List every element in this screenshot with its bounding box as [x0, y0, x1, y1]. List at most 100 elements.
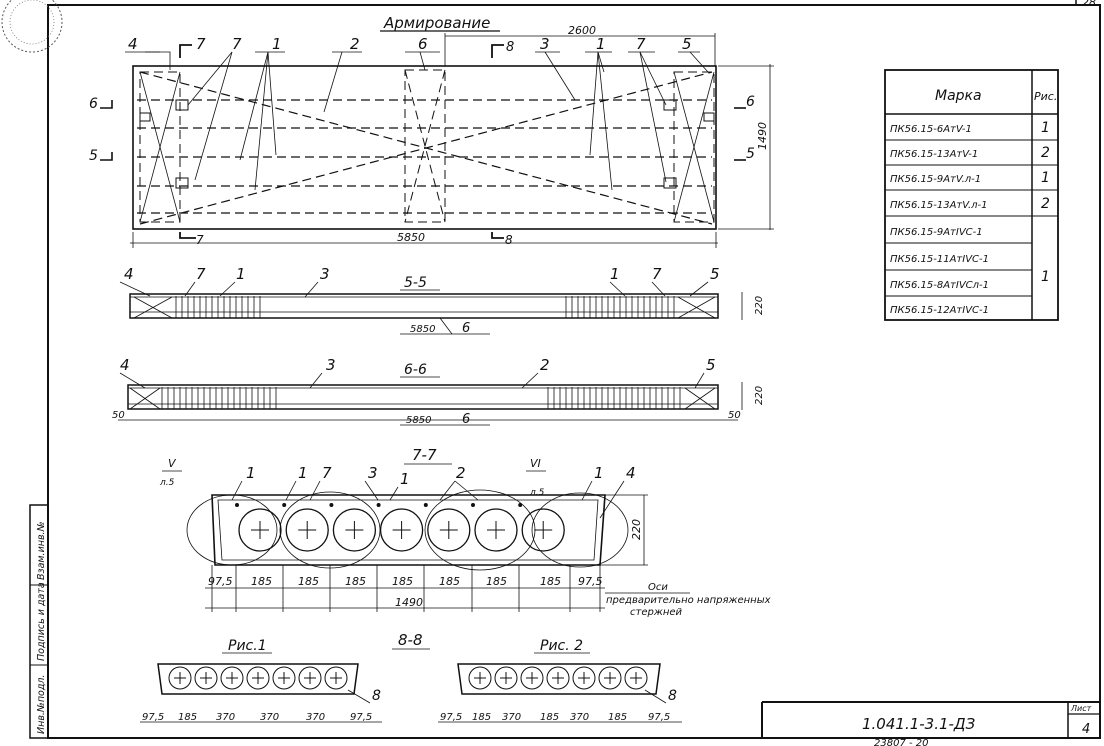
- void-circle: [246, 666, 270, 690]
- sec55-dim-height: 220: [754, 296, 765, 315]
- mark-8-bottom: 8: [505, 233, 513, 247]
- void-circle: [285, 508, 329, 552]
- sec77-note-line1: Оси: [648, 582, 668, 593]
- sec77-dim-0: 97,5: [208, 575, 233, 588]
- sec77-label-7: 7: [322, 464, 332, 482]
- sec55-label-1b: 1: [610, 265, 620, 283]
- plan-label-7b: 7: [232, 35, 242, 53]
- tendon-dot: [471, 503, 475, 507]
- tendon-dot: [329, 503, 334, 507]
- tendon-dot: [235, 503, 239, 507]
- sec66-tag: 6: [462, 412, 470, 427]
- table-mark-cell: ПК56.15-13АтV.л-1: [890, 200, 987, 211]
- void-circle: [379, 508, 424, 552]
- table-fig-cell: 1: [1041, 269, 1050, 285]
- plan-dim-top: 2600: [568, 24, 596, 37]
- sheet-frame: 28 Лист 4 1.041.1-3.1-ДЗ 23807 - 20: [47, 0, 1101, 746]
- sec66-label-5: 5: [706, 356, 716, 374]
- void-circle: [521, 508, 565, 552]
- tendon-dot: [376, 503, 381, 507]
- void-circle: [546, 666, 570, 690]
- void-circle: [598, 666, 622, 690]
- fig1-dim-4: 370: [306, 712, 325, 723]
- sec77-title: 7-7: [412, 446, 437, 464]
- sec77-dim-6: 185: [486, 575, 507, 588]
- sec77-dim-7: 185: [540, 575, 561, 588]
- plan-label-1b: 1: [596, 35, 606, 53]
- void-circle: [572, 666, 596, 690]
- plan-label-7c: 7: [636, 35, 646, 53]
- sec77-label-3: 3: [368, 464, 378, 482]
- void-circle: [468, 666, 492, 690]
- plan-label-4: 4: [128, 35, 138, 53]
- void-circle: [272, 666, 296, 690]
- plan-label-3: 3: [540, 35, 550, 53]
- void-circle: [168, 666, 192, 690]
- sec55-label-7: 7: [196, 265, 206, 283]
- sec66-label-3: 3: [326, 356, 336, 374]
- fig1-dim-2: 370: [216, 712, 235, 723]
- table-mark-cell: ПК56.15-11АтIVС-1: [890, 254, 989, 265]
- sec66-dim-length: 5850: [406, 415, 431, 426]
- table-header-mark: Марка: [935, 88, 982, 104]
- plan-label-2: 2: [350, 35, 360, 53]
- table-mark-cell: ПК56.15-12АтIVС-1: [890, 305, 989, 316]
- callout-left-sub: л.5: [159, 478, 175, 488]
- sec55-dim-length: 5850: [410, 324, 435, 335]
- main-title: Армирование: [383, 14, 490, 32]
- section-8-8: 8-8 Рис.1 Рис. 2 8 8 97,5 185 370 370 37…: [140, 631, 682, 723]
- table-mark-cell: ПК56.15-9АтV.л-1: [890, 174, 981, 185]
- sec77-label-2: 2: [456, 464, 466, 482]
- sec66-title: 6-6: [404, 362, 427, 378]
- dimension-ticks: [211, 565, 601, 612]
- void-circle: [194, 666, 218, 690]
- sec77-label-1d: 1: [594, 464, 604, 482]
- fig1-title: Рис.1: [228, 638, 267, 654]
- sec66-dim-left: 50: [112, 410, 125, 421]
- void-circle: [298, 666, 322, 690]
- void-circle: [474, 508, 518, 552]
- plan-view: 4 7 7 1 2 6 3 1 7 5 2600 5850 1490 6 5 6…: [89, 24, 774, 248]
- void-circle: [332, 508, 377, 552]
- callout-left: V: [168, 457, 177, 470]
- section-5-5: 5-5 4 7 1 3 1 7 5 5850 6 220: [119, 265, 765, 336]
- plan-label-6: 6: [418, 35, 428, 53]
- mark-5-right: 5: [746, 146, 755, 162]
- side-stamp: Инв.№подл. Подпись и дата Взам.инв.№: [29, 504, 49, 739]
- fig1-dim-1: 185: [178, 712, 197, 723]
- sec77-dim-8: 97,5: [578, 575, 603, 588]
- table-mark-cell: ПК56.15-9АтIVС-1: [890, 227, 983, 238]
- sec77-dim-5: 185: [439, 575, 460, 588]
- table-fig-cell: 1: [1041, 170, 1050, 186]
- fig2-voids: [468, 666, 648, 690]
- table-header-fig: Рис.: [1034, 90, 1057, 103]
- stamp-col-replace: Взам.инв.№: [36, 521, 47, 580]
- callout-right: VI: [530, 457, 541, 470]
- sec55-label-3: 3: [320, 265, 330, 283]
- fig1-dim-0: 97,5: [142, 712, 164, 723]
- sec77-note-line3: стержней: [630, 607, 683, 618]
- corner-number: 28: [1082, 0, 1096, 9]
- sec77-total-width: 1490: [395, 596, 423, 609]
- fig2-dim-1: 185: [472, 712, 491, 723]
- sec55-label-4: 4: [124, 265, 134, 283]
- plan-dim-bottom: 5850: [397, 231, 425, 244]
- sec66-dim-height: 220: [754, 386, 765, 405]
- sec55-label-1: 1: [236, 265, 246, 283]
- sec77-label-4: 4: [626, 464, 636, 482]
- stirrups-right: [565, 296, 675, 318]
- mark-6-right: 6: [746, 94, 755, 110]
- sec77-height: 220: [630, 519, 643, 540]
- sec77-dim-4: 185: [392, 575, 413, 588]
- document-code: 1.041.1-3.1-ДЗ: [862, 715, 976, 733]
- fig2-dim-4: 370: [570, 712, 589, 723]
- stirrups-right: [547, 387, 681, 409]
- plan-dim-right: 1490: [756, 122, 769, 150]
- sec55-label-7b: 7: [652, 265, 662, 283]
- sec55-tag: 6: [462, 321, 470, 336]
- table-fig-cell: 2: [1041, 145, 1050, 161]
- table-mark-cell: ПК56.15-8АтIVСл-1: [890, 280, 989, 291]
- mark-5-left: 5: [89, 148, 98, 164]
